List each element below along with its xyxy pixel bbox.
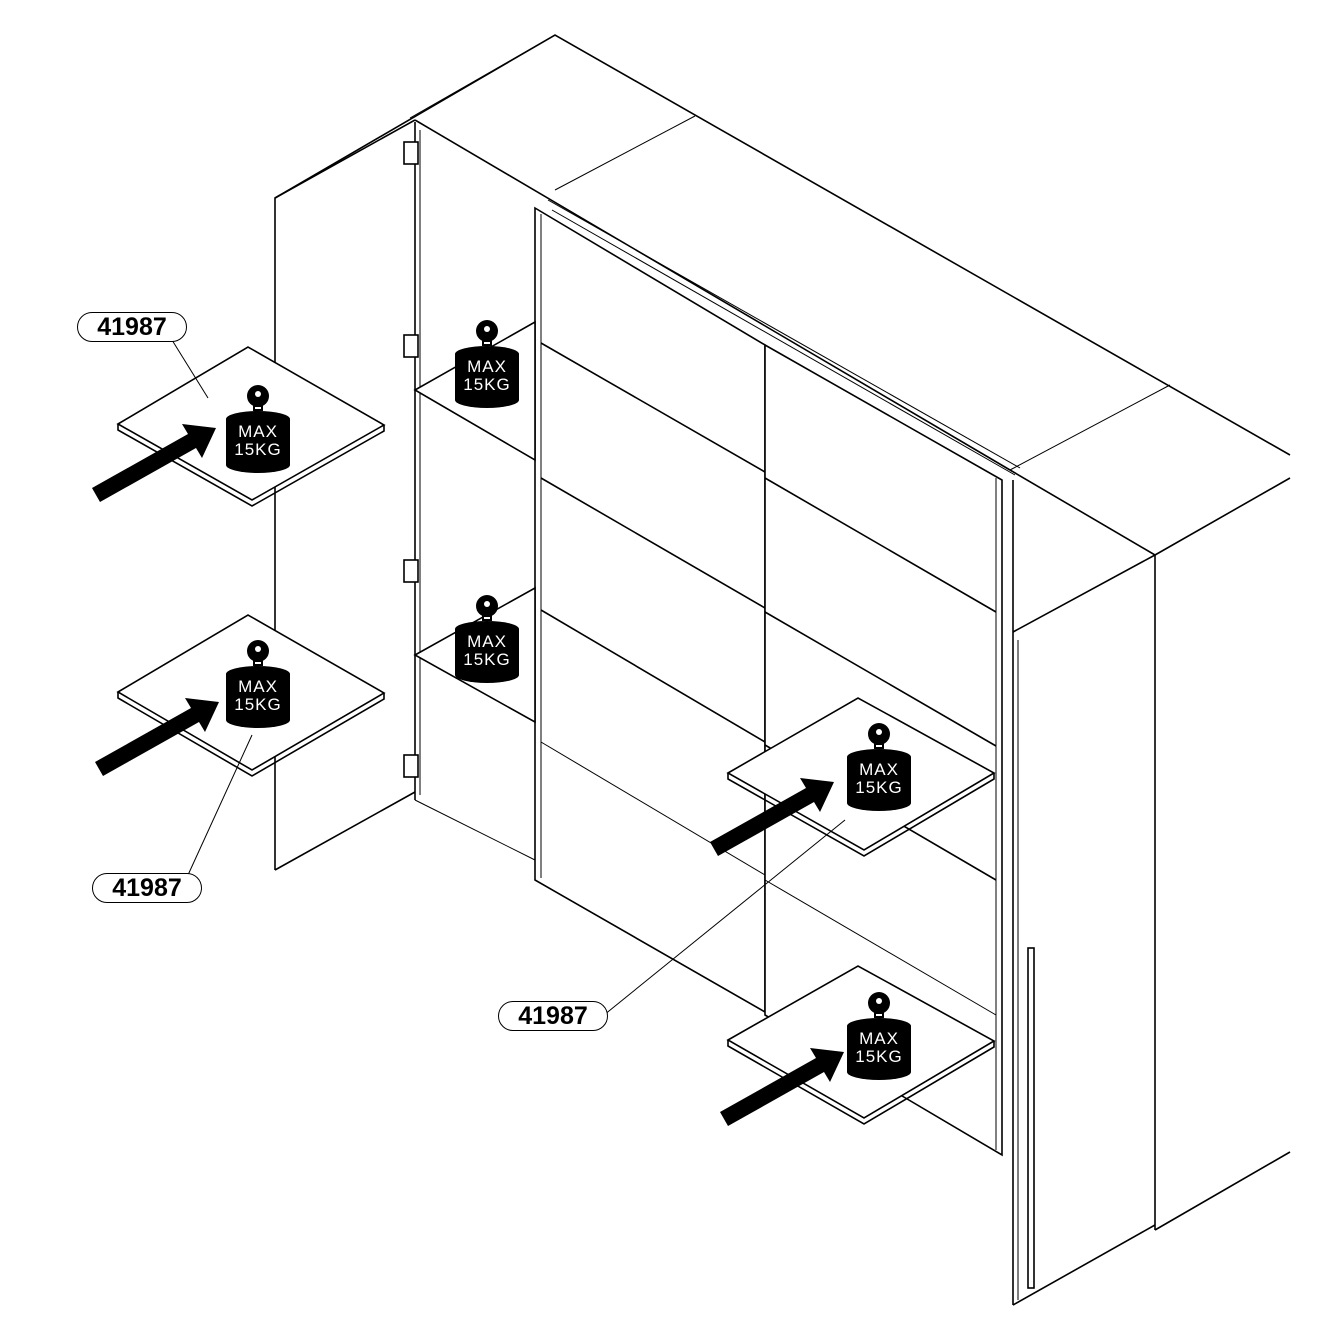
weight-value: 15KG: [463, 650, 511, 669]
leader-lines: [171, 339, 846, 1016]
part-number-label: 41987: [77, 312, 187, 342]
weight-label: MAX: [859, 760, 899, 779]
weight-label: MAX: [859, 1029, 899, 1048]
weight-value: 15KG: [463, 375, 511, 394]
weight-value: 15KG: [855, 1047, 903, 1066]
weight-label: MAX: [238, 677, 278, 696]
weight-value: 15KG: [855, 778, 903, 797]
weight-label: MAX: [238, 422, 278, 441]
weight-label: MAX: [467, 632, 507, 651]
door-handle: [1027, 947, 1035, 1289]
arrow-icon: [95, 698, 219, 776]
arrow-icon: [710, 778, 834, 856]
part-number-label: 41987: [92, 873, 202, 903]
wardrobe: [274, 34, 1291, 1306]
arrow-icon: [720, 1048, 844, 1126]
weight-value: 15KG: [234, 695, 282, 714]
weight-label: MAX: [467, 357, 507, 376]
arrow-icon: [92, 424, 216, 502]
insert-arrows: [92, 424, 844, 1126]
weight-value: 15KG: [234, 440, 282, 459]
part-number-label: 41987: [498, 1001, 608, 1031]
